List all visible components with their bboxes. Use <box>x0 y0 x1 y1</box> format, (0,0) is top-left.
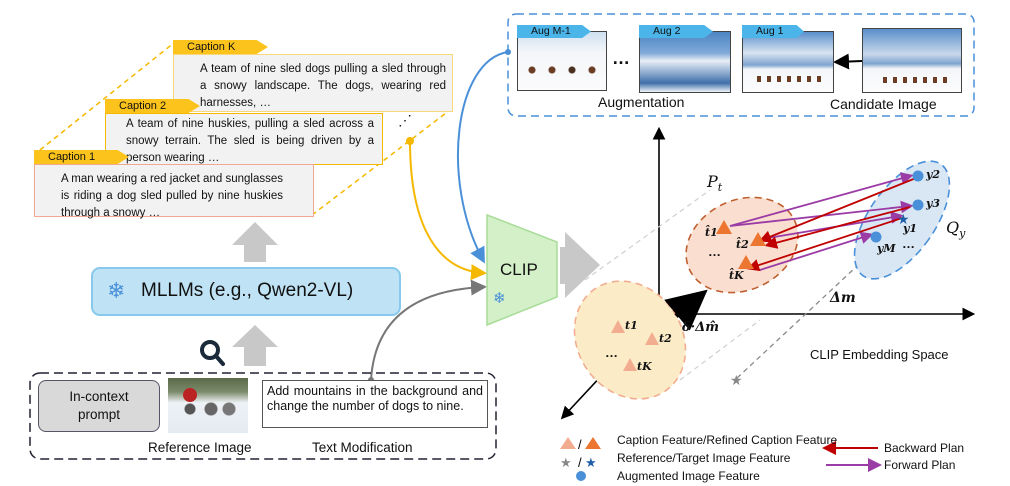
point-y1: y1 <box>903 222 918 235</box>
reference-image <box>168 378 248 433</box>
mllm-label: MLLMs (e.g., Qwen2-VL) <box>141 280 354 301</box>
caption-1-tag: Caption 1 <box>34 150 129 164</box>
backward-plan-arrows <box>746 177 917 272</box>
in-context-prompt: In-context prompt <box>38 380 160 432</box>
aug-2-tag: Aug 2 <box>639 25 713 38</box>
legend-backward-plan: Backward Plan <box>884 441 965 455</box>
point-t1: t1 <box>625 319 638 332</box>
delta-m-line <box>736 225 901 379</box>
image-points-ellipsis: … <box>902 236 915 251</box>
point-t2: t2 <box>659 332 672 345</box>
pt-subscript: t <box>717 181 723 195</box>
caption-k-box: A team of nine sled dogs pulling a sled … <box>173 54 453 112</box>
aug-m-1-image <box>517 31 607 91</box>
clip-output-arrow <box>560 232 600 298</box>
up-arrow-to-captions <box>232 222 278 262</box>
point-y2: y2 <box>926 168 941 181</box>
caption-2-box: A team of nine huskies, pulling a sled a… <box>105 113 383 165</box>
up-arrow-to-mllm <box>232 325 278 366</box>
snowflake-icon: ❄ <box>107 278 126 303</box>
reference-star-icon: ★ <box>730 372 743 388</box>
caption-k-tag: Caption K <box>173 40 268 54</box>
svg-text:/: / <box>578 437 582 452</box>
text-to-clip-arrow <box>370 279 487 381</box>
clip-embedding-space-label: CLIP Embedding Space <box>810 347 949 362</box>
input-panel <box>29 372 497 460</box>
refined-caption-points <box>716 220 766 269</box>
legend-caption-feature: Caption Feature/Refined Caption Feature <box>617 433 838 447</box>
clip-encoder <box>486 213 558 327</box>
point-y3: y3 <box>926 197 941 210</box>
clip-label: CLIP <box>500 260 538 279</box>
point-yM: yM <box>877 242 896 255</box>
aug-1-image <box>742 31 834 93</box>
augmentation-to-clip-arrow <box>456 51 509 264</box>
aug-1-tag: Aug 1 <box>742 25 804 38</box>
augmentation-caption: Augmentation <box>598 94 685 110</box>
svg-text:/: / <box>578 455 582 470</box>
aug-m-1-tag: Aug M-1 <box>517 25 591 38</box>
reference-image-caption: Reference Image <box>148 440 252 455</box>
point-tK: tK <box>637 360 652 373</box>
caption-to-clip-arrow <box>409 140 487 281</box>
legend-image-feature: Reference/Target Image Feature <box>617 451 791 465</box>
caption-1-box: A man wearing a red jacket and sunglasse… <box>34 164 314 219</box>
caption-2-tag: Caption 2 <box>105 99 200 113</box>
point-t-hat-2: t̂2 <box>736 238 749 251</box>
text-modification-caption: Text Modification <box>312 440 413 455</box>
augmentation-panel <box>507 13 975 117</box>
point-t-hat-1: t̂1 <box>705 226 718 239</box>
search-icon <box>200 340 225 366</box>
caption-points-ellipsis: … <box>605 345 618 360</box>
aug-ellipsis: … <box>612 48 630 68</box>
augmented-image-points <box>870 170 924 243</box>
candidate-image <box>862 28 962 93</box>
svg-text:★: ★ <box>560 455 572 470</box>
caption-ellipsis: ⋰ <box>398 112 412 128</box>
text-modification-box: Add mountains in the background and chan… <box>262 380 488 428</box>
caption-feature-points <box>611 320 659 371</box>
qy-subscript: y <box>959 227 966 241</box>
pt-label: Pt <box>707 172 722 194</box>
caption-stack-guides <box>39 41 451 216</box>
point-t-hat-K: t̂K <box>729 269 744 282</box>
target-star-icon: ★ <box>897 211 910 227</box>
pt-symbol: P <box>707 172 718 191</box>
legend-forward-plan: Forward Plan <box>884 458 956 472</box>
delta-m-label: Δm <box>830 290 856 306</box>
refined-points-ellipsis: … <box>708 244 721 259</box>
snowflake-icon: ❄ <box>493 290 506 307</box>
qy-symbol: Q <box>946 218 960 237</box>
legend-augmented-feature: Augmented Image Feature <box>617 469 760 483</box>
delta-step-arrow <box>664 289 708 331</box>
svg-text:★: ★ <box>585 455 597 470</box>
delta-step-label: δ·Δm̂ <box>682 320 720 335</box>
candidate-image-caption: Candidate Image <box>830 96 937 112</box>
aug-2-image <box>639 31 731 93</box>
qy-label: Qy <box>946 218 965 240</box>
mllm-block: ❄ MLLMs (e.g., Qwen2-VL) <box>91 267 401 316</box>
